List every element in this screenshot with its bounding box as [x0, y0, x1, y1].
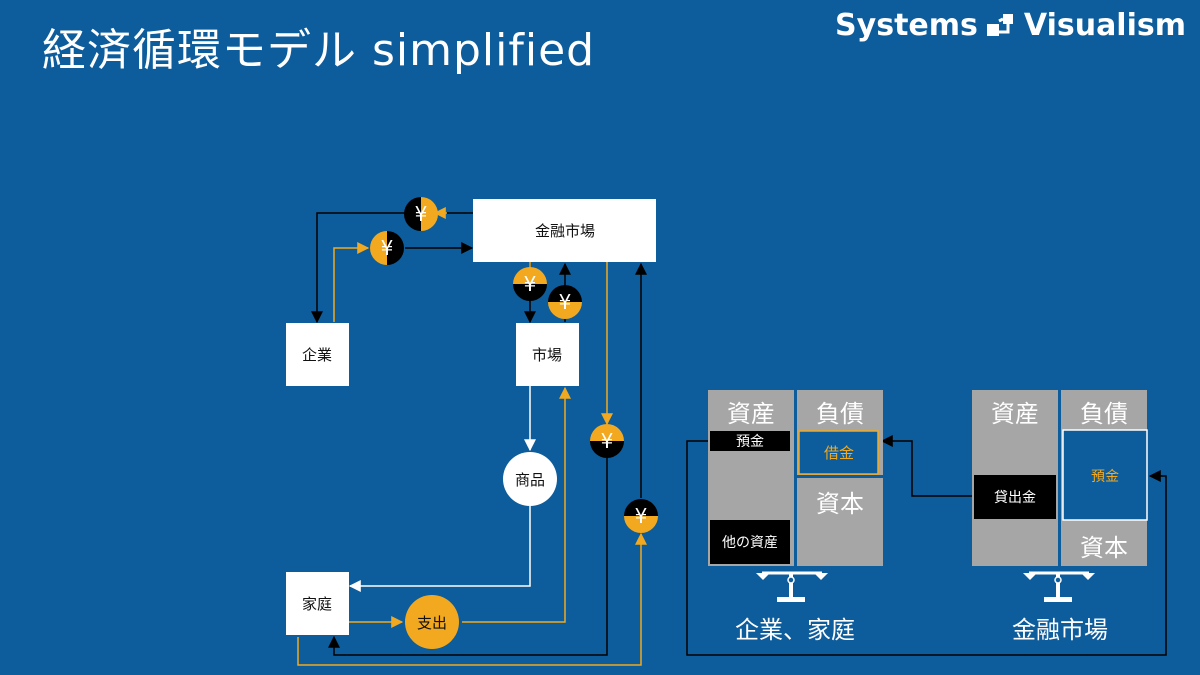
scale-icon [1023, 571, 1095, 602]
svg-text:支出: 支出 [417, 614, 447, 632]
svg-text:¥: ¥ [601, 429, 614, 453]
systems-link-icon [986, 13, 1013, 36]
scale-icon [756, 571, 828, 602]
svg-text:市場: 市場 [532, 346, 562, 364]
brand-word-systems: Systems [835, 8, 978, 43]
balance-caption-firms-households: 企業、家庭 [735, 616, 855, 644]
yen-icon: ¥ [548, 285, 582, 319]
arrow-firms-to-financial [333, 242, 370, 322]
yen-icon: ¥ [624, 499, 658, 533]
brand-logo-text: Systems Visualism [835, 8, 1186, 43]
yen-icon: ¥ [370, 231, 404, 265]
arrow-financial-to-firms [311, 212, 473, 324]
svg-text:¥: ¥ [559, 290, 572, 314]
assets-label: 資産 [991, 400, 1039, 428]
capital-label: 資本 [1080, 534, 1128, 562]
loans-label: 貸出金 [994, 490, 1036, 506]
svg-text:¥: ¥ [381, 236, 394, 260]
svg-text:¥: ¥ [524, 272, 537, 296]
brand-word-visualism: Visualism [1023, 8, 1186, 43]
liabilities-label: 負債 [1080, 400, 1128, 428]
node-goods: 商品 [503, 452, 557, 506]
svg-text:家庭: 家庭 [302, 595, 332, 613]
svg-text:企業: 企業 [302, 346, 332, 364]
svg-text:¥: ¥ [635, 504, 648, 528]
svg-text:金融市場: 金融市場 [535, 222, 595, 240]
node-market: 市場 [516, 323, 579, 386]
arrow-household-to-financial [297, 532, 647, 666]
assets-label: 資産 [727, 400, 775, 428]
svg-text:商品: 商品 [515, 471, 545, 489]
yen-icon: ¥ [404, 197, 438, 231]
deposit-label: 預金 [736, 434, 764, 450]
balance-sheet-firms-households: 資産 負債 資本 預金 借金 他の資産 企業、家庭 [708, 390, 883, 644]
balance-sheet-financial-market: 資産 負債 預金 資本 貸出金 金融市場 [972, 390, 1148, 644]
debt-label: 借金 [824, 444, 854, 462]
svg-text:¥: ¥ [415, 202, 428, 226]
capital-label: 資本 [816, 490, 864, 518]
balance-caption-financial-market: 金融市場 [1012, 616, 1108, 644]
arrow-deposit-loop [686, 440, 1167, 656]
yen-icon: ¥ [590, 424, 624, 458]
page-title: 経済循環モデル simplified [42, 25, 596, 76]
arrow-spending-to-market [462, 386, 571, 623]
node-firms: 企業 [286, 323, 349, 386]
arrow-goods-to-household [348, 506, 531, 592]
node-spending: 支出 [405, 595, 459, 649]
arrow-loans-to-debt [880, 435, 975, 497]
deposit-liability-label: 預金 [1091, 469, 1119, 485]
node-financial-market: 金融市場 [473, 199, 656, 262]
other-assets-label: 他の資産 [722, 535, 778, 551]
yen-icon: ¥ [513, 267, 547, 301]
arrow-financial-to-household-black [328, 458, 608, 656]
node-household: 家庭 [286, 572, 349, 635]
liabilities-label: 負債 [816, 400, 864, 428]
